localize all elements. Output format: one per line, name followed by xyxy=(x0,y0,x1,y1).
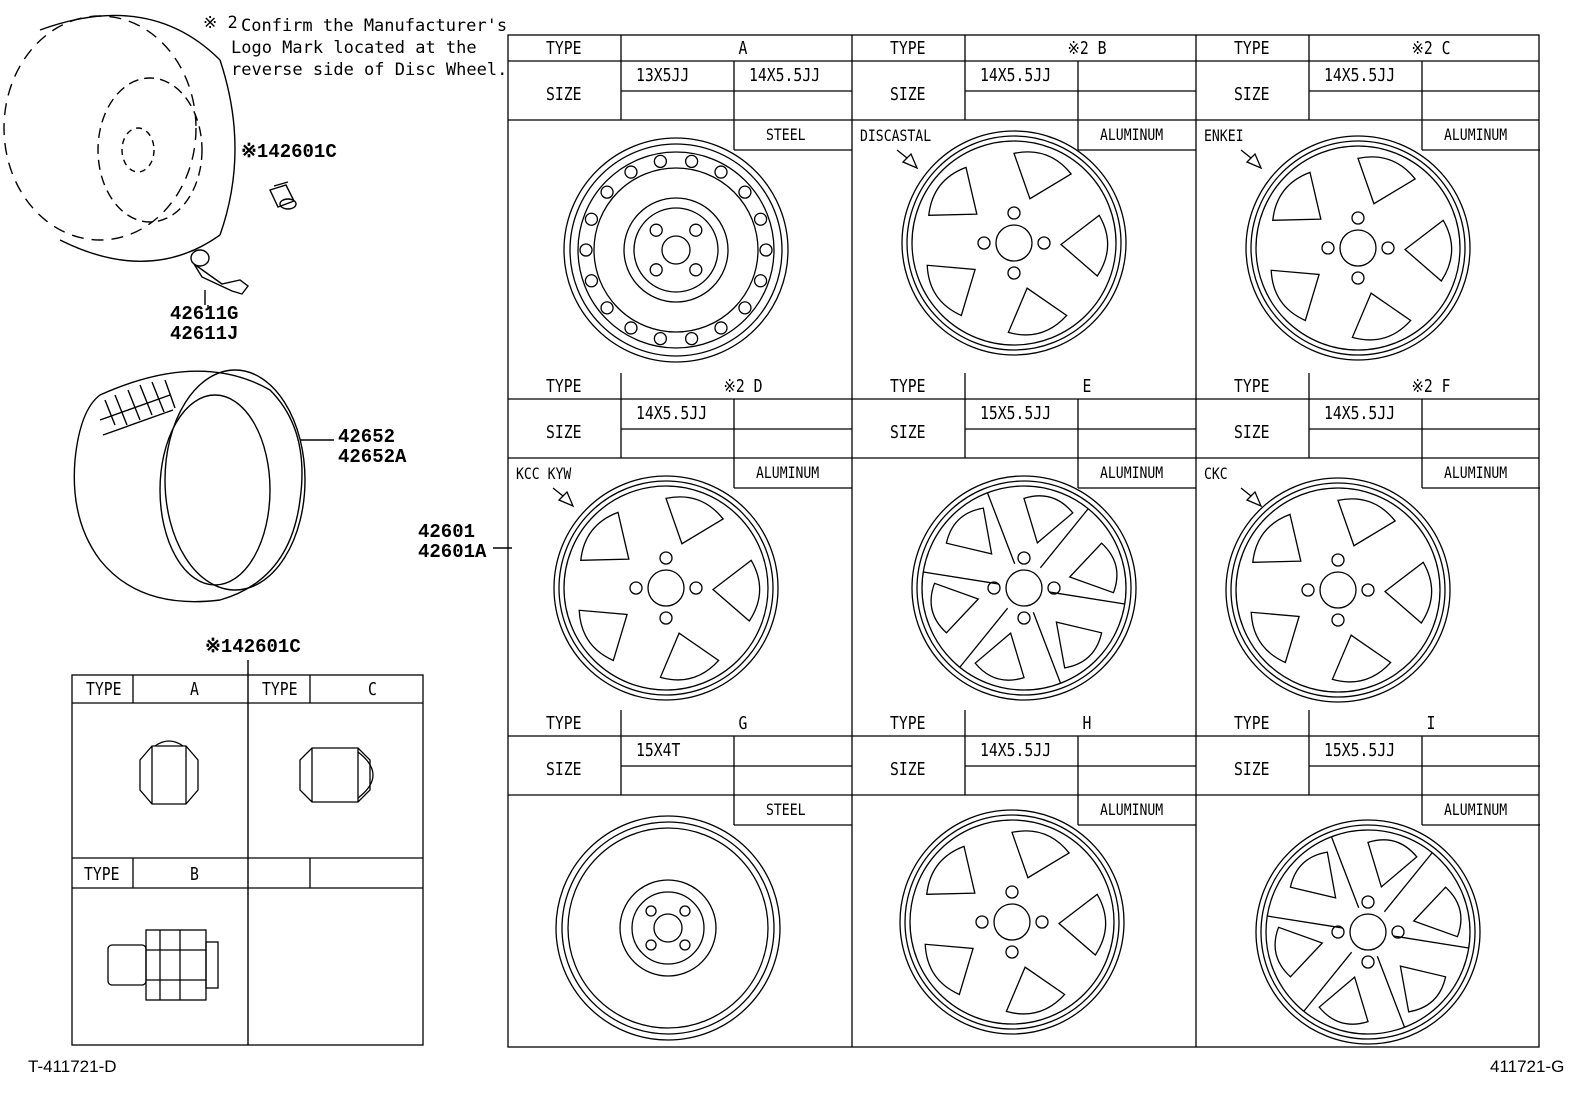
tire-wheel-assembly-illustration xyxy=(3,14,236,262)
wheel-material: ALUMINUM xyxy=(1444,463,1508,482)
wheel-illustration-d xyxy=(553,475,779,701)
wheel-illustration-f xyxy=(1225,477,1451,703)
wheel-material: ALUMINUM xyxy=(1444,125,1508,144)
wheel-illustration-b xyxy=(901,130,1127,356)
wheel-material: STEEL xyxy=(766,125,806,144)
size-label: SIZE xyxy=(1234,759,1270,780)
part-valve-2: 42611J xyxy=(170,323,239,345)
size-label: SIZE xyxy=(546,422,582,443)
wheel-material: ALUMINUM xyxy=(1100,125,1164,144)
size-label: SIZE xyxy=(546,84,582,105)
nut-type-a-illustration xyxy=(139,740,199,805)
type-label: TYPE xyxy=(1234,38,1270,59)
footer-right-code: 411721-G xyxy=(1490,1057,1565,1076)
note-line-1: Confirm the Manufacturer's xyxy=(241,16,508,36)
wheel-size-value: 14X5.5JJ xyxy=(980,65,1052,86)
wheel-size-value: 15X4T xyxy=(636,740,681,761)
wheel-type-value: H xyxy=(1082,713,1092,734)
size-label: SIZE xyxy=(546,759,582,780)
wheel-brand: CKC xyxy=(1204,464,1228,483)
part-valve-cap: ※142601C xyxy=(241,141,337,163)
tire-illustration xyxy=(73,369,334,603)
wheel-illustration-e xyxy=(911,475,1137,701)
size-label: SIZE xyxy=(890,759,926,780)
wheel-table-grid xyxy=(507,34,1540,1048)
wheel-size-value: 15X5.5JJ xyxy=(980,403,1052,424)
part-nut-header: ※142601C xyxy=(205,636,301,658)
size-label: SIZE xyxy=(890,84,926,105)
type-label: TYPE xyxy=(546,376,582,397)
wheel-brand: KCC KYW xyxy=(516,464,572,483)
part-wheel-2: 42601A xyxy=(418,541,487,563)
type-label: TYPE xyxy=(890,713,926,734)
wheel-size-value: 14X5.5JJ xyxy=(749,65,821,86)
wheel-illustration-c xyxy=(1245,135,1471,361)
nut-type-a: A xyxy=(190,679,199,700)
type-label: TYPE xyxy=(890,376,926,397)
wheel-material: ALUMINUM xyxy=(756,463,820,482)
valve-cap-illustration xyxy=(269,181,297,210)
wheel-type-value: I xyxy=(1426,713,1436,734)
nut-type-label-b: TYPE xyxy=(84,864,120,885)
valve-illustration xyxy=(190,249,249,305)
wheel-material: ALUMINUM xyxy=(1100,800,1164,819)
wheel-size-value: 14X5.5JJ xyxy=(1324,403,1396,424)
wheel-type-value: ※2 D xyxy=(723,376,763,397)
wheel-brand: DISCASTAL xyxy=(860,126,932,145)
wheel-type-value: A xyxy=(738,38,748,59)
type-label: TYPE xyxy=(1234,376,1270,397)
nut-type-label-a: TYPE xyxy=(86,679,122,700)
note-line-2: Logo Mark located at the xyxy=(231,38,477,58)
wheel-material: ALUMINUM xyxy=(1100,463,1164,482)
nut-table-grid xyxy=(71,674,424,1046)
part-wheel-1: 42601 xyxy=(418,521,476,543)
wheel-illustration-h xyxy=(899,809,1125,1035)
wheel-illustration-i xyxy=(1255,819,1481,1045)
note-line-3: reverse side of Disc Wheel. xyxy=(231,60,508,80)
nut-type-label-c: TYPE xyxy=(262,679,298,700)
size-label: SIZE xyxy=(1234,422,1270,443)
wheel-type-value: ※2 F xyxy=(1411,376,1451,397)
wheel-size-value: 14X5.5JJ xyxy=(1324,65,1396,86)
wheel-type-value: ※2 B xyxy=(1067,38,1107,59)
size-label: SIZE xyxy=(890,422,926,443)
type-label: TYPE xyxy=(546,38,582,59)
type-label: TYPE xyxy=(1234,713,1270,734)
part-valve-1: 42611G xyxy=(170,303,239,325)
wheel-type-value: G xyxy=(738,713,748,734)
part-tire-1: 42652 xyxy=(338,426,396,448)
note-marker: ※ 2 xyxy=(203,13,238,33)
wheel-brand: ENKEI xyxy=(1204,126,1244,145)
wheel-size-value: 15X5.5JJ xyxy=(1324,740,1396,761)
wheel-illustration-a xyxy=(563,137,789,363)
wheel-material: STEEL xyxy=(766,800,806,819)
wheel-type-value: E xyxy=(1082,376,1092,397)
wheel-size-value: 14X5.5JJ xyxy=(980,740,1052,761)
wheel-type-value: ※2 C xyxy=(1411,38,1451,59)
nut-type-c-illustration xyxy=(299,747,374,803)
footer-left-code: T-411721-D xyxy=(28,1057,117,1076)
wheel-illustration-g xyxy=(555,815,781,1041)
nut-type-c: C xyxy=(368,679,377,700)
size-label: SIZE xyxy=(1234,84,1270,105)
type-label: TYPE xyxy=(890,38,926,59)
type-label: TYPE xyxy=(546,713,582,734)
nut-type-b-illustration xyxy=(107,929,219,1001)
nut-type-b: B xyxy=(190,864,199,885)
wheel-size-value: 14X5.5JJ xyxy=(636,403,708,424)
wheel-material: ALUMINUM xyxy=(1444,800,1508,819)
wheel-size-value: 13X5JJ xyxy=(636,65,690,86)
part-tire-2: 42652A xyxy=(338,446,407,468)
